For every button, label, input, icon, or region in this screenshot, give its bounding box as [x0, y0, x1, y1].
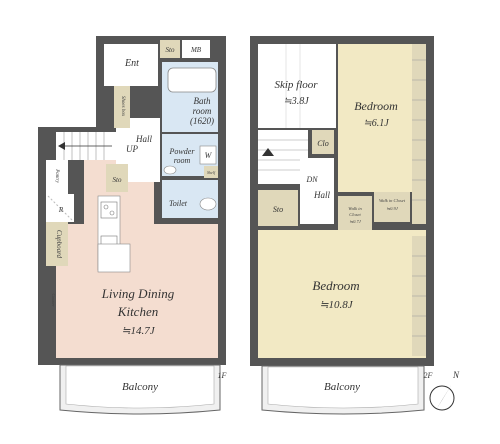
r-dash [47, 195, 73, 221]
washer [199, 145, 217, 165]
shoes-box-label: Shoes box [120, 96, 125, 117]
sto-2f-floor [258, 190, 298, 226]
bedroom1-size: ≒6.1J [363, 118, 389, 129]
hall-1f-label: Hall [135, 134, 153, 144]
kitchen-island [97, 243, 131, 273]
bedroom2-floor [258, 230, 426, 358]
cupboard-label: Cupboard [55, 230, 63, 259]
skip-floor-floor [258, 44, 336, 128]
r-label: R [58, 206, 64, 214]
hall-2f-label: Hall [313, 190, 331, 200]
toilet-bowl [199, 197, 217, 211]
up-label: UP [126, 144, 138, 154]
cupboard-floor [46, 222, 68, 266]
ldk-floor [56, 224, 218, 358]
floor-1 [38, 36, 226, 415]
powder-label-1: Powder [169, 147, 196, 156]
wic2-label: Walk in Closet [379, 198, 406, 203]
sto-top-label: Sto [166, 46, 175, 54]
wic1-size: ≒0.7J [349, 219, 361, 224]
entrance-floor [104, 44, 158, 86]
bedroom2-size: ≒10.8J [319, 299, 353, 311]
compass: N [429, 370, 460, 411]
powder-label-2: room [174, 156, 191, 165]
stair-2f-floor [258, 130, 308, 184]
hall-2f-floor [300, 158, 334, 224]
compass-north-label: N [452, 370, 460, 380]
wic2-size: ≒0.9J [386, 206, 398, 211]
shoes-box-floor [114, 86, 130, 128]
sto-2f-label: Sto [273, 205, 283, 214]
floor2-label: 2F [424, 371, 433, 380]
skip-floor-size: ≒3.8J [283, 96, 309, 107]
ent-label: Ent [124, 58, 139, 69]
compass-ring [429, 385, 455, 411]
sto-mid-floor [106, 164, 128, 192]
bedroom1-floor [338, 44, 412, 192]
ldk-label-1: Living Dining [101, 286, 175, 301]
sto-top-floor [160, 40, 180, 58]
bedroom1-label: Bedroom [354, 99, 398, 113]
bath-label-3: (1620) [190, 116, 214, 126]
wic2-floor [374, 192, 410, 222]
shelf-floor [204, 166, 218, 178]
mb-label: MB [190, 46, 202, 54]
sink [163, 165, 177, 175]
shelf-label: Shelf [207, 170, 216, 175]
toilet-label: Toilet [169, 199, 188, 208]
w-label: W [205, 151, 213, 160]
clo-label: Clo [317, 139, 329, 148]
dn-label: DN [305, 175, 318, 184]
clo-floor [312, 130, 334, 154]
wic1-label-1: Walk in [348, 206, 362, 211]
mb-floor [182, 40, 210, 58]
ldk-size-label: ≒14.7J [121, 325, 155, 337]
skip-floor-label: Skip floor [274, 79, 318, 91]
bath-label-2: room [193, 106, 212, 116]
bedroom2-label: Bedroom [312, 278, 359, 293]
balcony-1f-label: Balcony [122, 381, 158, 393]
balcony-2f-label: Balcony [324, 381, 360, 393]
bathtub [167, 67, 217, 93]
kitchen-stove [100, 201, 118, 219]
wic1-floor [338, 196, 372, 230]
up-arrow-head [58, 142, 65, 150]
wic1-label-2: Closet [349, 212, 361, 217]
bath-label-1: Bath [194, 96, 211, 106]
compass-needle-icon [436, 384, 452, 410]
ldk-label-2: Kitchen [117, 304, 158, 319]
sto-mid-label: Sto [113, 176, 122, 184]
floor-2 [250, 36, 434, 415]
right-wardrobe [412, 44, 426, 356]
counter-label: Counter [51, 293, 56, 307]
floor1-label: 1F [218, 371, 227, 380]
dn-arrow-head [262, 148, 274, 156]
pantry-label: Pantry [54, 168, 59, 183]
